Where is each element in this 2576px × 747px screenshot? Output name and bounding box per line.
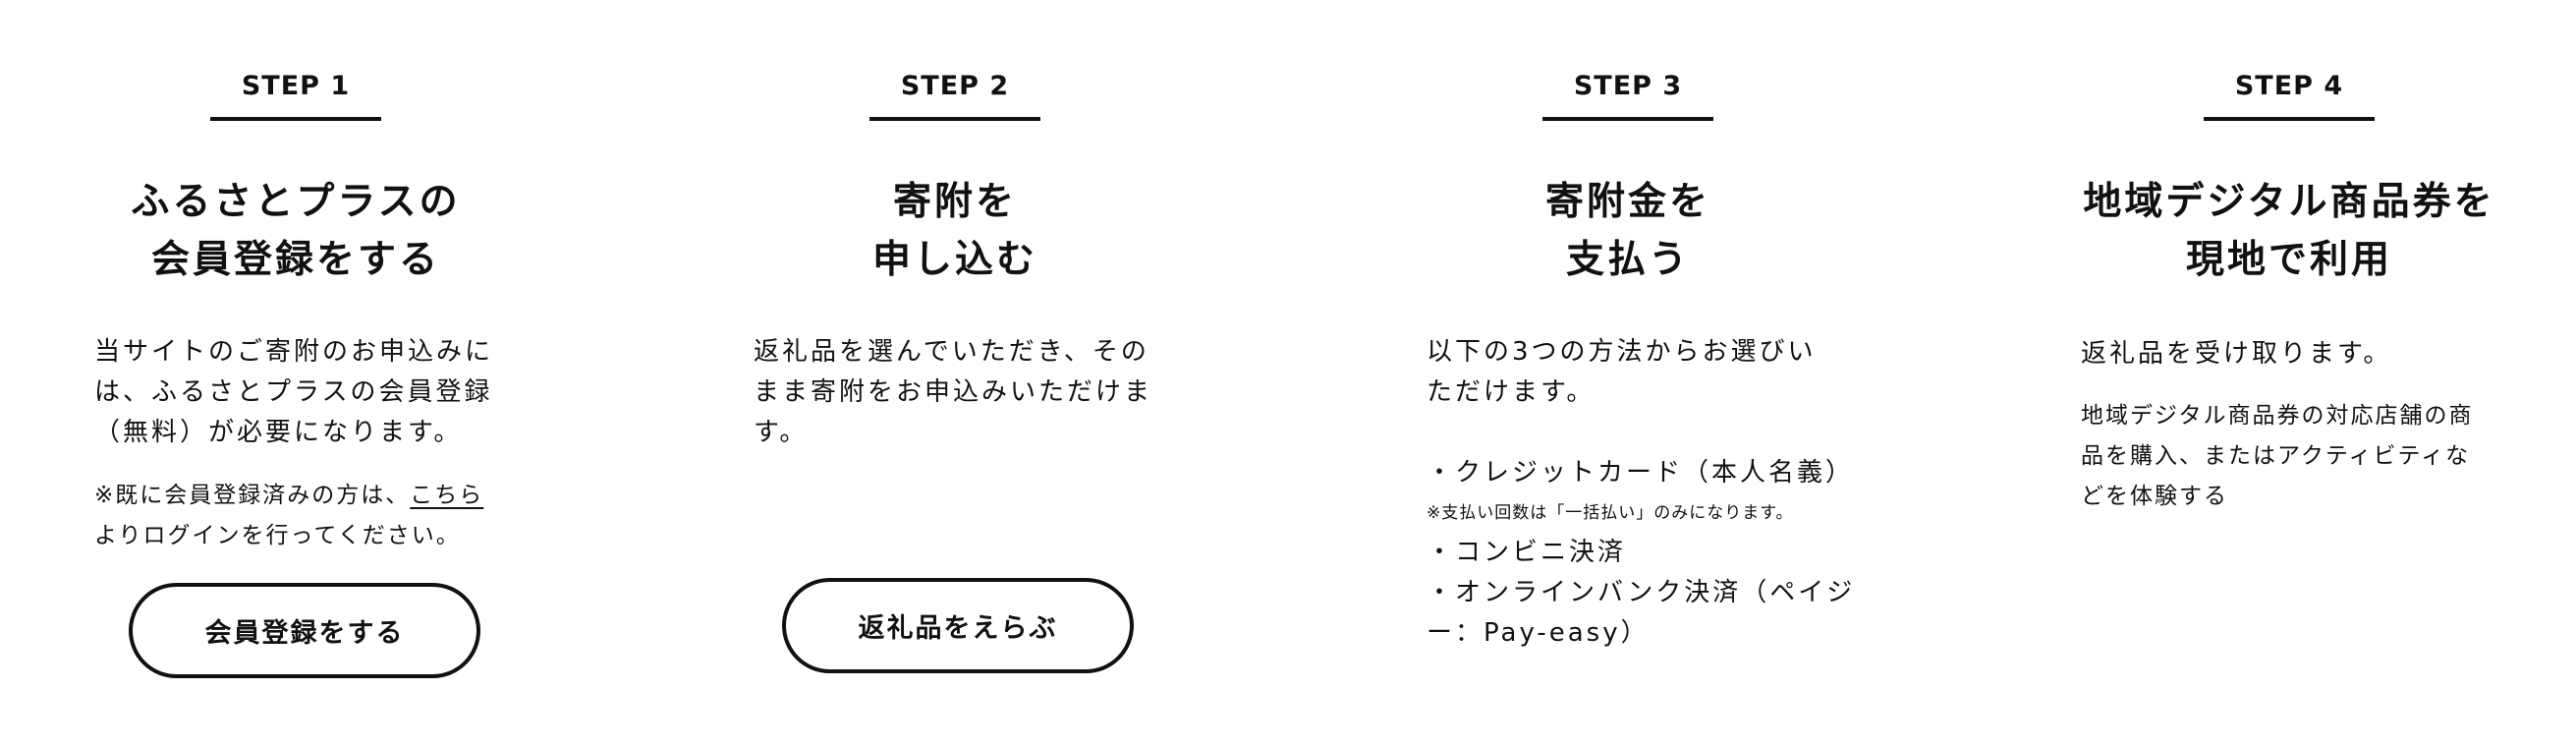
- step-3-column: STEP 3 寄附金を 支払う 以下の3つの方法からお選びい ただけます。 ・ク…: [1427, 0, 1852, 747]
- step-title: 寄附金を 支払う: [1328, 173, 1928, 289]
- login-note-text: よりログインを行ってください。: [94, 523, 461, 548]
- credit-note: ※支払い回数は「一括払い」のみになります。: [1427, 503, 1794, 523]
- step-label: STEP 3: [1573, 71, 1683, 101]
- login-note: ※既に会員登録済みの方は、こちら よりログインを行ってください。: [94, 476, 527, 556]
- step-title-line: 会員登録をする: [150, 238, 440, 282]
- detail-line: 地域デジタル商品券の対応店舗の商: [2081, 403, 2474, 429]
- step-title-line: 申し込む: [871, 238, 1037, 282]
- step-description: 返礼品を受け取ります。: [2081, 334, 2513, 374]
- description-line: す。: [754, 418, 809, 447]
- payment-methods-list: ・クレジットカード（本人名義） ※支払い回数は「一括払い」のみになります。 ・コ…: [1427, 453, 1859, 654]
- detail-line: どを体験する: [2081, 484, 2228, 509]
- step-description: 当サイトのご寄附のお申込みに は、ふるさとプラスの会員登録 （無料）が必要になり…: [94, 332, 527, 453]
- payment-method-online: ー：Pay-easy）: [1427, 618, 1650, 648]
- step-title-line: ふるさとプラスの: [131, 180, 461, 224]
- description-line: ただけます。: [1427, 377, 1596, 407]
- step-title-line: 寄附を: [892, 180, 1017, 224]
- step-title: ふるさとプラスの 会員登録をする: [0, 173, 595, 289]
- step-detail: 地域デジタル商品券の対応店舗の商 品を購入、またはアクティビティな どを体験する: [2081, 396, 2513, 517]
- step-title-line: 現地で利用: [2185, 238, 2392, 282]
- description-line: まま寄附をお申込みいただけま: [754, 377, 1153, 407]
- step-label: STEP 1: [241, 71, 351, 101]
- description-line: は、ふるさとプラスの会員登録: [94, 377, 493, 407]
- step-label: STEP 4: [2234, 71, 2344, 101]
- step-description: 返礼品を選んでいただき、その まま寄附をお申込みいただけま す。: [754, 332, 1186, 453]
- step-4-column: STEP 4 地域デジタル商品券を 現地で利用 返礼品を受け取ります。 地域デジ…: [2081, 0, 2497, 747]
- login-note-text: ※既に会員登録済みの方は、: [94, 483, 411, 508]
- login-link[interactable]: こちら: [410, 483, 484, 508]
- payment-method-convenience: ・コンビニ決済: [1427, 538, 1627, 567]
- step-description: 以下の3つの方法からお選びい ただけます。: [1427, 332, 1859, 413]
- detail-line: 品を購入、またはアクティビティな: [2081, 443, 2471, 469]
- step-title-line: 寄附金を: [1544, 180, 1710, 224]
- choose-gift-button[interactable]: 返礼品をえらぶ: [782, 578, 1134, 673]
- step-title-line: 地域デジタル商品券を: [2083, 180, 2495, 224]
- step-underline: [1542, 117, 1713, 121]
- description-line: 返礼品を選んでいただき、その: [754, 337, 1149, 367]
- step-1-column: STEP 1 ふるさとプラスの 会員登録をする 当サイトのご寄附のお申込みに は…: [94, 0, 497, 747]
- payment-method-credit: ・クレジットカード（本人名義）: [1427, 458, 1855, 488]
- step-2-column: STEP 2 寄附を 申し込む 返礼品を選んでいただき、その まま寄附をお申込み…: [754, 0, 1156, 747]
- description-line: 返礼品を受け取ります。: [2081, 339, 2392, 369]
- register-member-button[interactable]: 会員登録をする: [129, 583, 480, 678]
- step-title: 地域デジタル商品券を 現地で利用: [1989, 173, 2576, 289]
- description-line: 当サイトのご寄附のお申込みに: [94, 337, 494, 367]
- step-title-line: 支払う: [1565, 238, 1690, 282]
- description-line: （無料）が必要になります。: [94, 418, 463, 447]
- step-label: STEP 2: [900, 71, 1010, 101]
- step-title: 寄附を 申し込む: [655, 173, 1255, 289]
- step-underline: [869, 117, 1040, 121]
- description-line: 以下の3つの方法からお選びい: [1427, 337, 1817, 367]
- step-underline: [2204, 117, 2375, 121]
- payment-method-online: ・オンラインバンク決済（ペイジ: [1427, 578, 1856, 607]
- step-underline: [210, 117, 381, 121]
